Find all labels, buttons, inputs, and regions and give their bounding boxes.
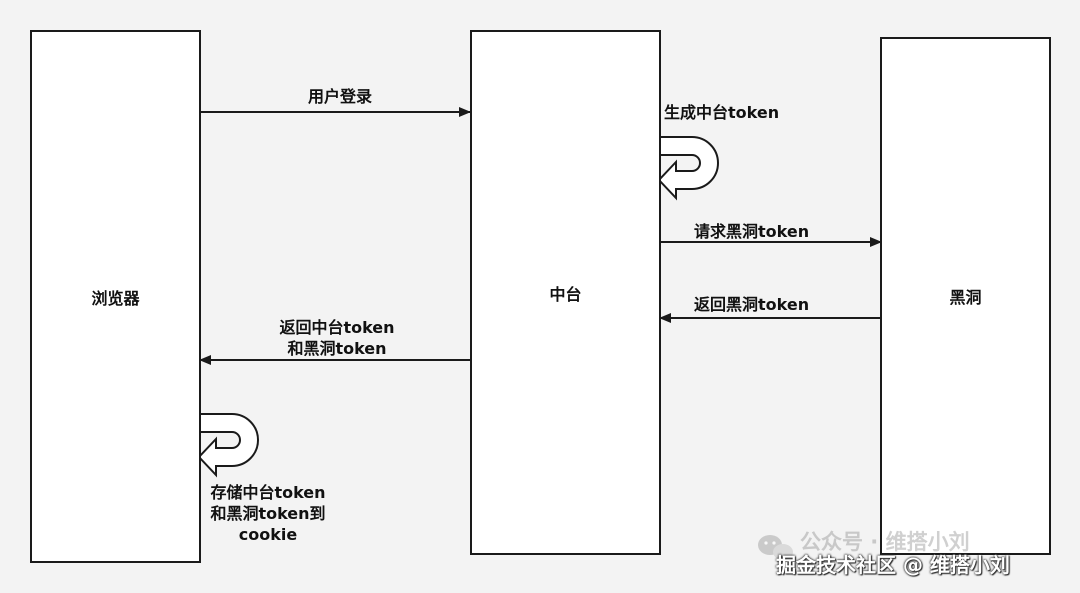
edge-label-generate-token: 生成中台token bbox=[664, 103, 780, 122]
watermark-wechat: 公众号 · 维搭小刘 bbox=[800, 530, 970, 554]
edge-label-login: 用户登录 bbox=[308, 87, 373, 106]
edge-label-store-line2: 和黑洞token到 bbox=[210, 504, 326, 523]
edge-label-return-both-line1: 返回中台token bbox=[279, 318, 395, 337]
self-loop-generate-token bbox=[657, 136, 719, 201]
node-browser: 浏览器 bbox=[30, 30, 201, 563]
node-middle-platform: 中台 bbox=[470, 30, 661, 555]
edge-label-return-blackhole-token: 返回黑洞token bbox=[694, 295, 810, 314]
edge-label-store-line1: 存储中台token bbox=[210, 483, 326, 502]
node-middle-platform-label: 中台 bbox=[549, 284, 582, 304]
edge-label-return-both-tokens: 返回中台token 和黑洞token bbox=[262, 317, 412, 359]
edge-label-store-cookie: 存储中台token 和黑洞token到 cookie bbox=[199, 482, 337, 545]
edge-label-store-line3: cookie bbox=[238, 525, 298, 544]
watermark-juejin: 掘金技术社区 @ 维搭小刘 bbox=[776, 553, 1010, 577]
edge-label-request-blackhole-token: 请求黑洞token bbox=[694, 222, 810, 241]
node-blackhole-label: 黑洞 bbox=[949, 288, 982, 307]
self-loop-store-cookie bbox=[197, 413, 259, 478]
edge-label-return-both-line2: 和黑洞token bbox=[287, 339, 387, 358]
wechat-icon bbox=[758, 535, 793, 560]
node-blackhole: 黑洞 bbox=[880, 37, 1051, 555]
node-browser-label: 浏览器 bbox=[91, 288, 140, 308]
